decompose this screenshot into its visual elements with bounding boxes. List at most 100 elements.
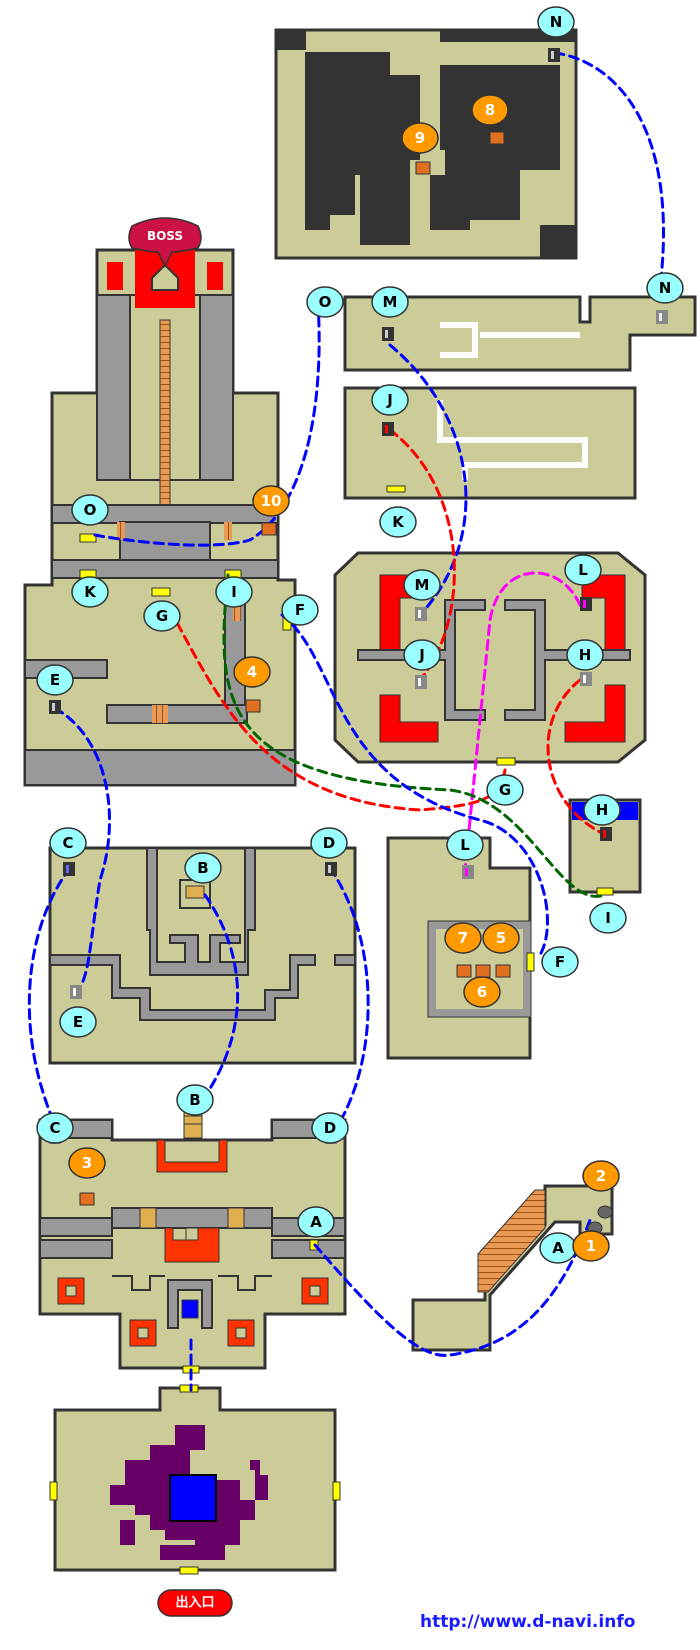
marker-label: D	[323, 834, 335, 852]
marker-label: E	[73, 1013, 83, 1031]
marker-label: B	[189, 1091, 200, 1109]
chest-icon	[456, 964, 472, 978]
stairs-icon	[382, 422, 394, 436]
marker-label: H	[596, 801, 609, 819]
stairs-icon	[656, 310, 668, 324]
chest-icon	[495, 964, 511, 978]
marker-f: F	[281, 594, 319, 626]
item-4: 4	[233, 656, 271, 688]
chest-icon	[79, 1192, 95, 1206]
marker-g: G	[143, 600, 181, 632]
path-g	[168, 608, 507, 812]
stairs-icon	[70, 985, 82, 999]
item-layer: 8 9 10 4 7 5 6 3 2 1	[68, 94, 620, 1262]
marker-k: K	[71, 576, 109, 608]
marker-label: G	[156, 607, 168, 625]
stairs-icon	[600, 827, 612, 841]
exit-label: 出入口	[175, 1595, 214, 1611]
item-label: 4	[247, 663, 257, 681]
marker-label: N	[659, 279, 672, 297]
marker-f: F	[541, 946, 579, 978]
room-top-maze	[274, 28, 578, 260]
site-url[interactable]: http://www.d-navi.info	[420, 1612, 636, 1632]
marker-n: N	[646, 272, 684, 304]
marker-c: C	[36, 1112, 74, 1144]
marker-label: A	[552, 1239, 564, 1257]
marker-h: H	[566, 639, 604, 671]
marker-label: I	[605, 909, 611, 927]
room-stair	[411, 1184, 614, 1352]
item-label: 8	[485, 101, 495, 119]
marker-i: I	[589, 902, 627, 934]
marker-j: J	[403, 639, 441, 671]
marker-e: E	[59, 1006, 97, 1038]
item-2: 2	[582, 1160, 620, 1192]
treasure-chests	[79, 131, 511, 1206]
pot-icon	[597, 1205, 613, 1219]
marker-label: O	[319, 293, 332, 311]
path-f	[280, 613, 549, 957]
chest-icon	[245, 699, 261, 713]
boss-label: BOSS	[147, 229, 183, 243]
marker-o: O	[306, 286, 344, 318]
item-label: 3	[82, 1154, 92, 1172]
marker-label: I	[231, 583, 237, 601]
item-label: 5	[496, 929, 506, 947]
room-boss-tower	[23, 248, 297, 787]
marker-label: A	[310, 1213, 322, 1231]
item-6: 6	[463, 976, 501, 1008]
marker-label: F	[295, 601, 305, 619]
room-mjk	[343, 295, 697, 500]
item-1: 1	[572, 1230, 610, 1262]
marker-o: O	[71, 494, 109, 526]
chest-icon	[261, 522, 277, 536]
item-10: 10	[252, 485, 290, 517]
exit-badge: 出入口	[157, 1589, 233, 1617]
stairs-icon	[63, 862, 75, 876]
stairs-icon	[415, 607, 427, 621]
marker-h: H	[583, 794, 621, 826]
marker-label: M	[415, 576, 430, 594]
marker-label: N	[550, 13, 563, 31]
marker-label: J	[386, 391, 393, 409]
marker-label: O	[84, 501, 97, 519]
marker-m: M	[403, 569, 441, 601]
chest-icon	[475, 964, 491, 978]
marker-c: C	[49, 827, 87, 859]
marker-l: L	[446, 829, 484, 861]
item-9: 9	[401, 122, 439, 154]
marker-m: M	[371, 286, 409, 318]
marker-d: D	[311, 1112, 349, 1144]
stairs-icon	[580, 672, 592, 686]
marker-label: H	[579, 646, 592, 664]
chest-icon	[415, 161, 431, 175]
item-label: 7	[458, 929, 468, 947]
path-o	[93, 300, 321, 547]
marker-label: L	[460, 836, 470, 854]
stairs-icon	[415, 675, 427, 689]
path-l	[463, 571, 582, 872]
room-entrance	[49, 1384, 341, 1575]
marker-l: L	[564, 554, 602, 586]
chest-icon	[489, 131, 505, 145]
marker-d: D	[310, 827, 348, 859]
path-d	[328, 866, 370, 1132]
boss-badge: BOSS	[128, 217, 202, 268]
path-i	[222, 573, 607, 898]
marker-label: F	[555, 953, 565, 971]
item-label: 1	[586, 1237, 596, 1255]
marker-label: M	[383, 293, 398, 311]
connection-paths	[27, 51, 665, 1392]
path-n	[553, 51, 665, 290]
marker-label: C	[62, 834, 73, 852]
marker-label: D	[324, 1119, 336, 1137]
item-3: 3	[68, 1147, 106, 1179]
stairs-icon	[462, 865, 474, 879]
item-8: 8	[471, 94, 509, 126]
marker-label: J	[418, 646, 425, 664]
path-h	[546, 678, 602, 834]
stairs-icon	[548, 48, 560, 62]
marker-label: K	[84, 583, 97, 601]
